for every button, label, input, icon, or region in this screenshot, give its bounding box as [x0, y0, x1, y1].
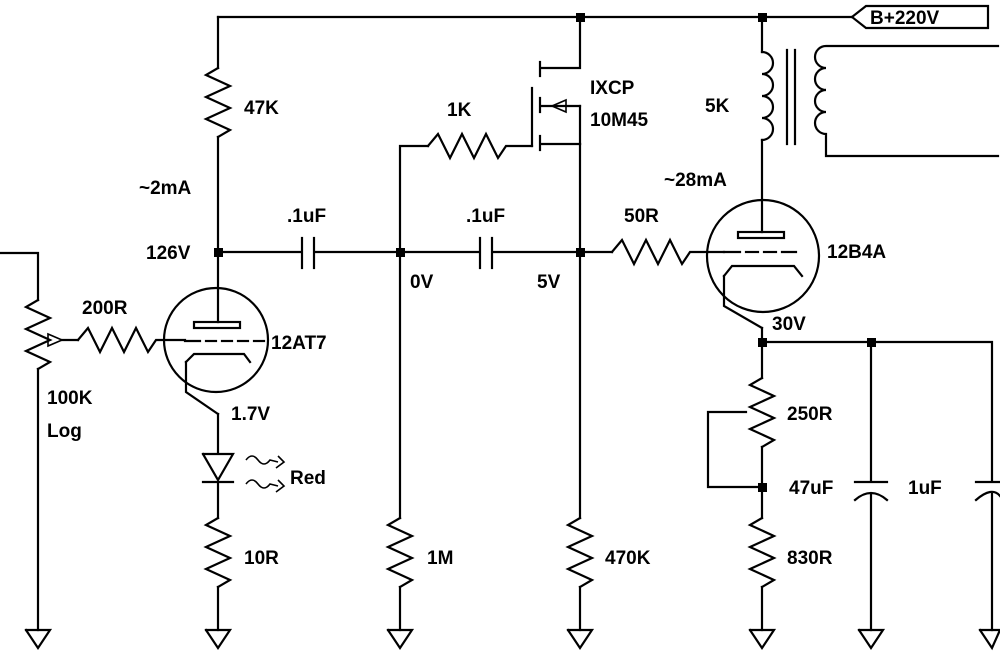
node-b-plus-2 [758, 13, 767, 22]
cap-1uf-label: 1uF [908, 478, 942, 499]
cathode-resistor-830r [747, 516, 777, 632]
node-0v-label: 0V [410, 272, 434, 293]
grid-resistor-200r [76, 325, 187, 355]
mosfet-label-2: 10M45 [590, 110, 649, 131]
cathode1-resistor-label: 10R [244, 548, 279, 569]
cap2-label: .1uF [466, 206, 505, 227]
stage2-current-label: ~28mA [664, 170, 727, 191]
cap-47uf [853, 480, 889, 632]
cap-1uf [974, 480, 1000, 632]
coupling-cap-1 [216, 236, 402, 270]
led-label: Red [290, 468, 326, 489]
node-b-plus-1 [576, 13, 585, 22]
mosfet-ixcp10m45 [538, 15, 582, 152]
resistor-1m-label: 1M [427, 548, 453, 569]
resistor-1m [385, 250, 415, 632]
source-net [565, 142, 595, 632]
cathode2-net [760, 326, 994, 482]
grid-stopper-label: 50R [624, 206, 659, 227]
pot-value-label: 100K [47, 388, 93, 409]
node-cathode-cap [867, 338, 876, 347]
grid-resistor-label: 200R [82, 298, 128, 319]
tube2-label: 12B4A [827, 242, 886, 263]
cathode2-resistor-label: 830R [787, 548, 833, 569]
resistor-470k-label: 470K [605, 548, 651, 569]
stage1-current-label: ~2mA [139, 178, 192, 199]
cathode2-voltage-label: 30V [772, 314, 806, 335]
pot-taper-label: Log [47, 421, 82, 442]
input-potentiometer [0, 251, 80, 632]
output-transformer [760, 15, 1000, 234]
tube-12at7 [162, 286, 270, 416]
plate-resistor-47k [203, 15, 233, 324]
gate-resistor-label: 1K [447, 100, 472, 121]
transformer-label: 5K [705, 96, 730, 117]
tube1-label: 12AT7 [271, 333, 327, 354]
plate-resistor-label: 47K [244, 98, 279, 119]
node-5v-label: 5V [537, 272, 561, 293]
cap1-label: .1uF [287, 206, 326, 227]
cap-47uf-label: 47uF [789, 478, 833, 499]
stage1-plate-voltage-label: 126V [146, 243, 191, 264]
grid-stopper-50r [578, 237, 726, 267]
b-plus-rail [216, 4, 990, 30]
cathode-led [201, 412, 286, 520]
supply-label: B+220V [870, 8, 940, 29]
ground-symbols [24, 628, 1000, 651]
gate-resistor-1k [398, 86, 534, 254]
coupling-cap-2 [398, 236, 582, 270]
cathode-resistor-10r [203, 516, 233, 632]
node-pot-wiper [758, 483, 767, 492]
cathode1-voltage-label: 1.7V [231, 404, 270, 425]
cathode-pot-label: 250R [787, 404, 833, 425]
cathode-pot-250r [706, 340, 777, 520]
mosfet-label-1: IXCP [590, 78, 635, 99]
